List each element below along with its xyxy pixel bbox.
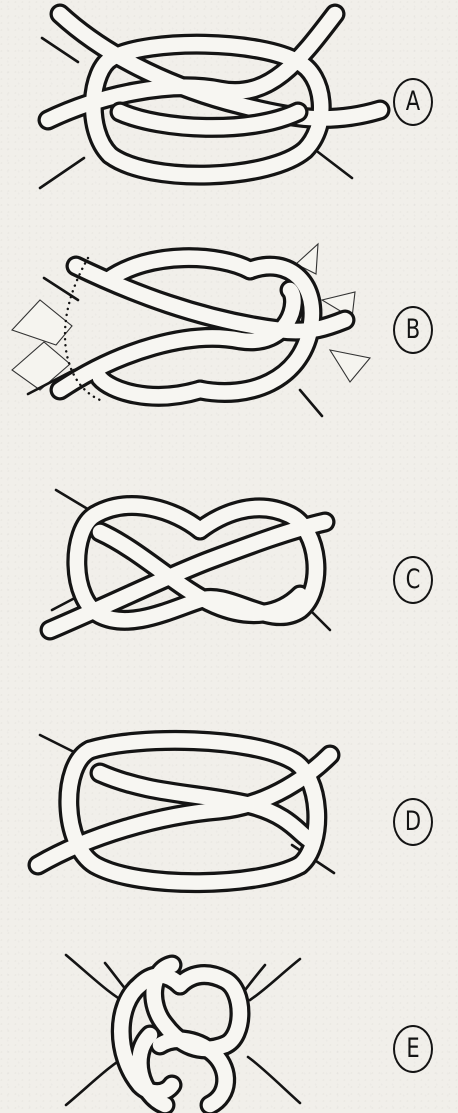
label-e-text: E <box>397 1025 428 1073</box>
label-c: C <box>393 556 433 604</box>
knot-diagram-a: A <box>0 0 458 200</box>
knot-diagram-b: B <box>0 230 458 430</box>
label-a: A <box>393 78 433 126</box>
label-a-text: A <box>397 78 428 126</box>
knot-e-drawing <box>0 945 458 1113</box>
knot-diagram-e: E <box>0 945 458 1113</box>
knot-diagram-d: D <box>0 715 458 915</box>
knot-b-drawing <box>0 230 458 430</box>
knot-c-drawing <box>0 470 458 670</box>
label-b: B <box>393 306 433 354</box>
label-b-text: B <box>397 306 428 354</box>
knot-diagram-c: C <box>0 470 458 670</box>
label-d-text: D <box>397 798 428 846</box>
knot-a-drawing <box>0 0 458 200</box>
label-e: E <box>393 1025 433 1073</box>
label-c-text: C <box>397 556 428 604</box>
knot-d-drawing <box>0 715 458 915</box>
label-d: D <box>393 798 433 846</box>
